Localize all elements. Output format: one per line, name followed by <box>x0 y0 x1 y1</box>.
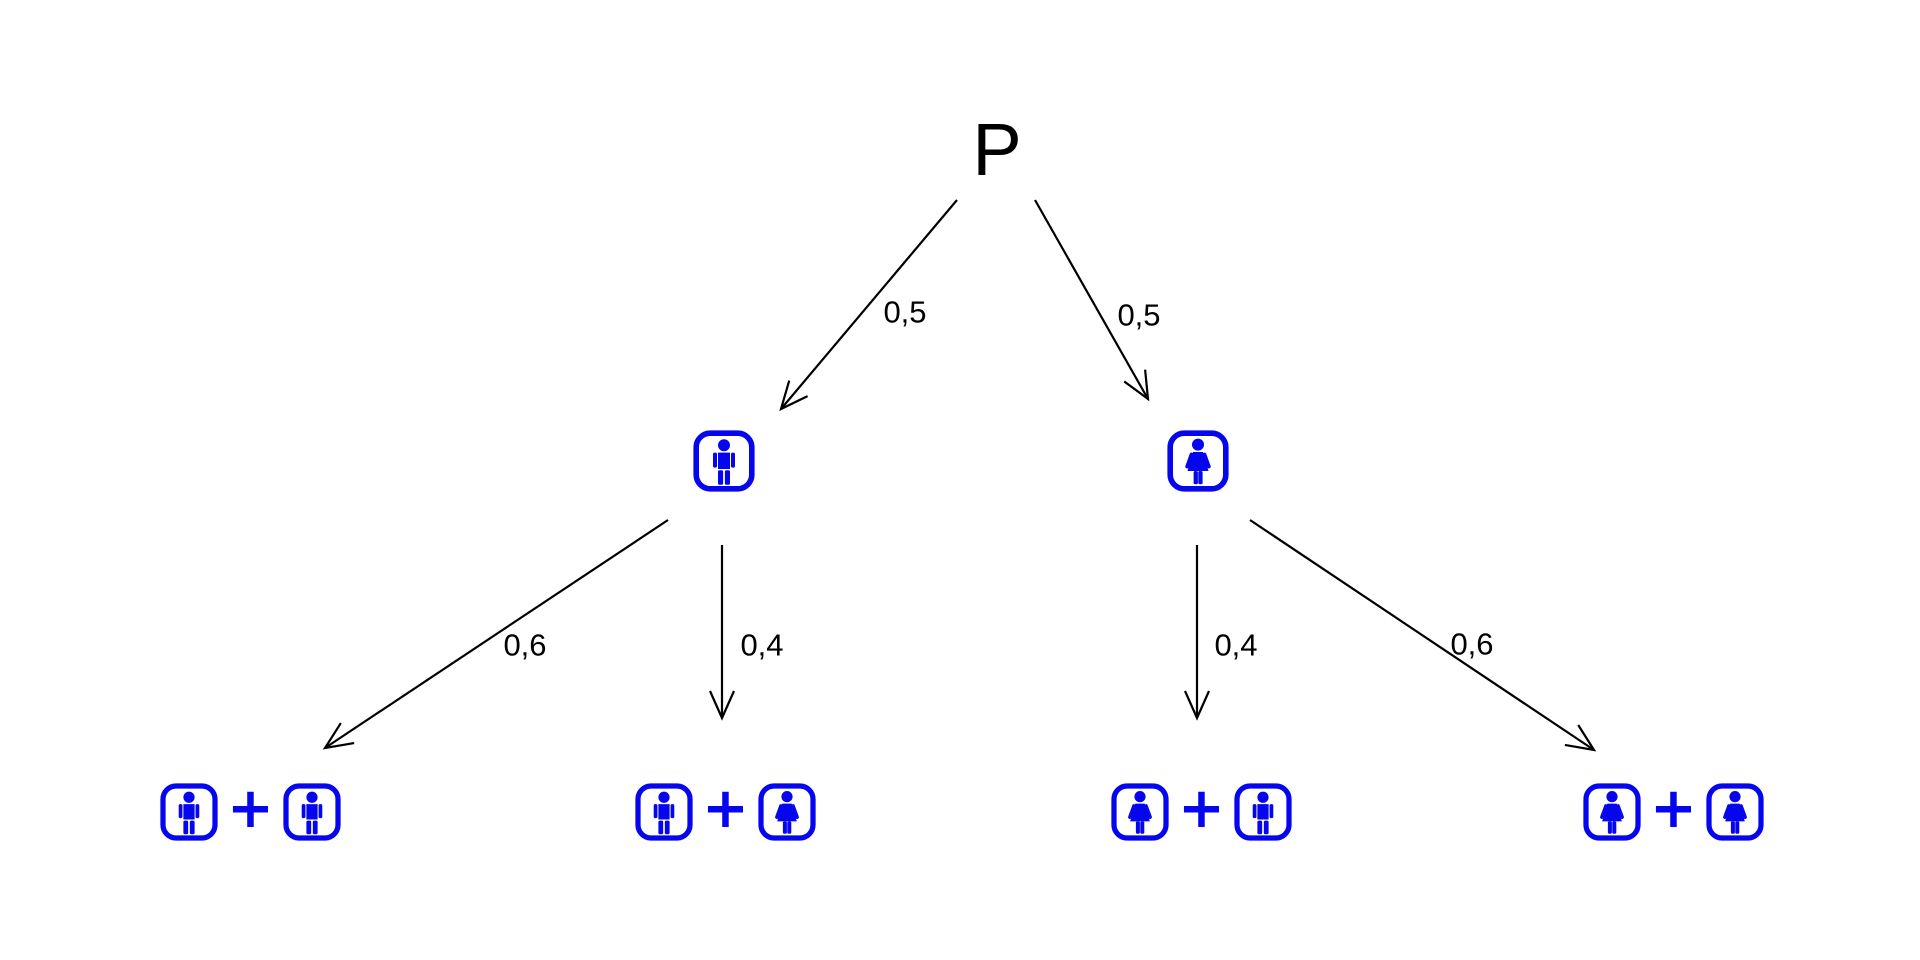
leaf-female-male: + <box>1111 776 1292 842</box>
edge-root-to-female <box>1034 199 1150 402</box>
plus-icon: + <box>702 776 749 841</box>
male-icon <box>283 783 341 841</box>
male-icon <box>635 783 693 841</box>
edge-root-to-male <box>779 199 958 412</box>
male-icon <box>1234 783 1292 841</box>
root-node-label: P <box>972 108 1022 191</box>
leaf-male-female: + <box>635 776 816 842</box>
edge-female-to-female-female <box>1249 519 1597 752</box>
edge-label-female-femalemale: 0,4 <box>1214 627 1258 663</box>
leaf-female-female: + <box>1583 776 1764 842</box>
leaf-male-male: + <box>160 776 341 842</box>
edge-label-p-female: 0,5 <box>1117 297 1161 333</box>
female-icon <box>758 783 816 841</box>
edge-label-male-malefemale: 0,4 <box>740 627 784 663</box>
female-icon <box>1706 783 1764 841</box>
male-icon <box>160 783 218 841</box>
plus-icon: + <box>227 776 274 841</box>
edge-label-female-femalefemale: 0,6 <box>1450 626 1494 662</box>
edge-label-p-male: 0,5 <box>883 294 927 330</box>
female-icon <box>1583 783 1641 841</box>
plus-icon: + <box>1178 776 1225 841</box>
female-icon <box>1167 430 1229 492</box>
edge-male-to-male-male <box>322 519 669 750</box>
edge-label-male-malemale: 0,6 <box>503 627 547 663</box>
male-icon <box>693 430 755 492</box>
plus-icon: + <box>1650 776 1697 841</box>
female-icon <box>1111 783 1169 841</box>
